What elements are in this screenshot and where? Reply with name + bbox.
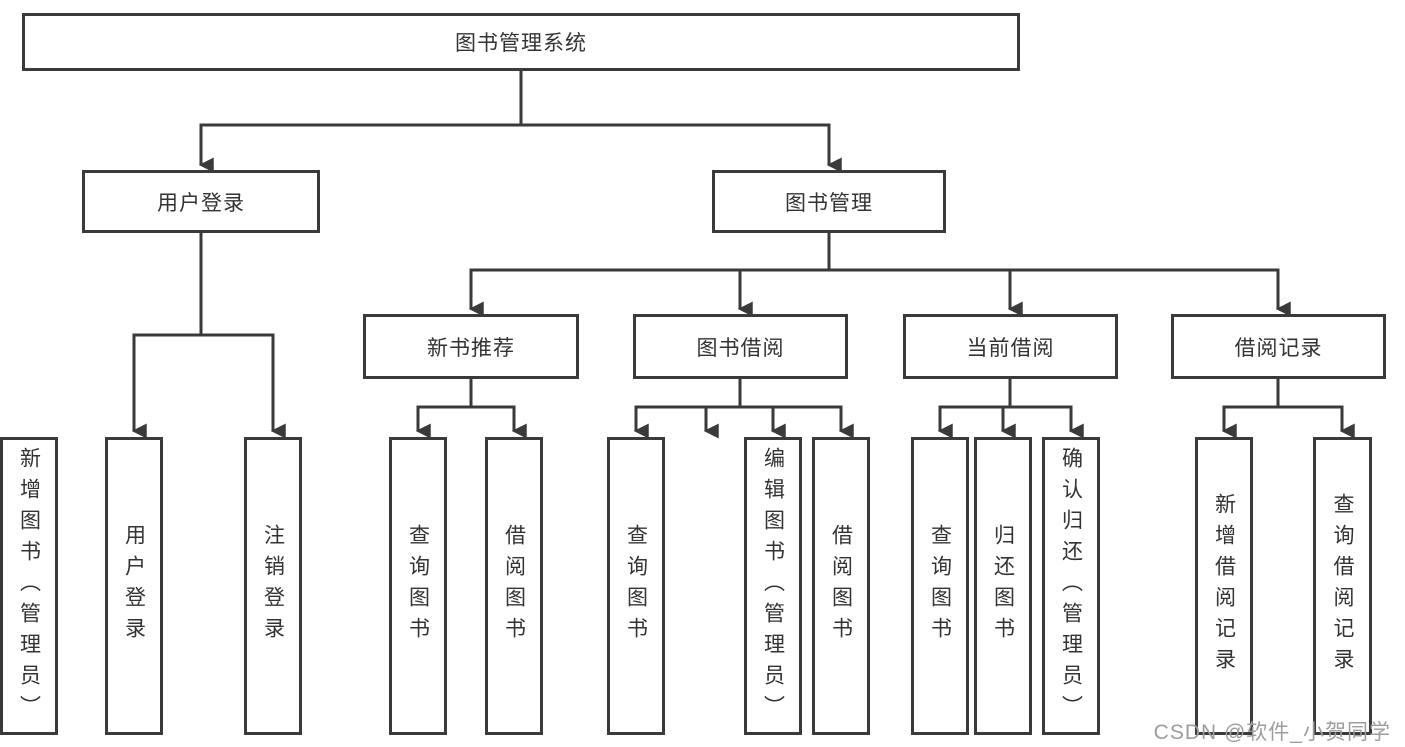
node-label: 新书推荐 <box>427 336 515 360</box>
leaf-query-books-current: 查询图书 <box>911 437 969 735</box>
leaf-add-borrow-record: 新增借阅记录 <box>1195 437 1253 735</box>
leaf-label: 注销登录 <box>261 524 285 648</box>
leaf-borrow-books: 借阅图书 <box>812 437 870 735</box>
leaf-label: 用户登录 <box>122 524 146 648</box>
leaf-label: 新增借阅记录 <box>1212 493 1236 679</box>
leaf-label: 查询借阅记录 <box>1331 493 1354 679</box>
node-book-management: 图书管理 <box>712 170 946 233</box>
leaf-borrow-books-recommend: 借阅图书 <box>485 437 543 735</box>
node-label: 图书借阅 <box>696 336 785 360</box>
leaf-label: 借阅图书 <box>502 524 526 648</box>
node-user-login: 用户登录 <box>82 170 320 233</box>
leaf-add-books-admin: 新增图书（管理员） <box>0 437 58 735</box>
node-label: 当前借阅 <box>966 336 1055 360</box>
leaf-label: 编辑图书（管理员） <box>761 446 785 726</box>
node-current-borrowing: 当前借阅 <box>903 314 1118 379</box>
leaf-label: 归还图书 <box>991 524 1015 648</box>
leaf-logout: 注销登录 <box>244 437 302 735</box>
node-book-borrowing: 图书借阅 <box>633 314 848 379</box>
leaf-label: 查询图书 <box>928 524 952 648</box>
leaf-user-login: 用户登录 <box>105 437 163 735</box>
leaf-label: 借阅图书 <box>829 524 853 648</box>
leaf-label: 查询图书 <box>624 524 648 648</box>
node-borrowing-records: 借阅记录 <box>1171 314 1386 379</box>
leaf-query-borrow-record: 查询借阅记录 <box>1313 437 1372 735</box>
leaf-label: 确认归还（管理员） <box>1059 446 1083 726</box>
leaf-label: 新增图书（管理员） <box>17 446 41 726</box>
node-library-management-system: 图书管理系统 <box>22 13 1020 71</box>
leaf-confirm-return-admin: 确认归还（管理员） <box>1042 437 1100 735</box>
node-label: 用户登录 <box>157 191 245 215</box>
node-new-book-recommendation: 新书推荐 <box>363 314 579 379</box>
leaf-query-books-recommend: 查询图书 <box>389 437 447 735</box>
node-label: 图书管理 <box>785 191 873 215</box>
node-label: 图书管理系统 <box>455 32 587 55</box>
leaf-query-books-borrowing: 查询图书 <box>607 437 665 735</box>
csdn-watermark: CSDN @软件_小贺同学 <box>1153 721 1391 744</box>
leaf-edit-books-admin: 编辑图书（管理员） <box>744 437 802 735</box>
leaf-return-books: 归还图书 <box>974 437 1032 735</box>
leaf-label: 查询图书 <box>406 524 430 648</box>
connector-skeleton <box>132 71 1344 409</box>
node-label: 借阅记录 <box>1234 336 1323 360</box>
